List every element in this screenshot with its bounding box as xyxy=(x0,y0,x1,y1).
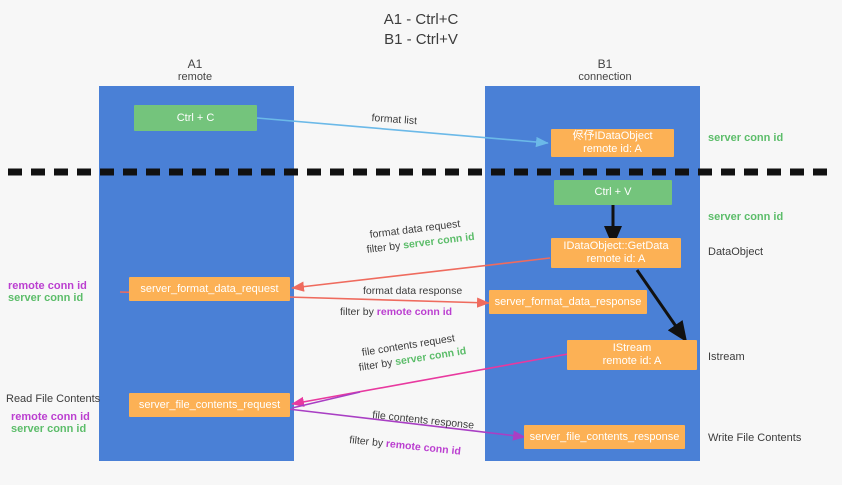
box-istream-line2: remote id: A xyxy=(602,355,662,367)
box-server-file-contents-response[interactable]: server_file_contents_response xyxy=(524,425,685,449)
arrow-getdata-to-istream xyxy=(635,269,688,343)
caption-format-list: format list xyxy=(371,112,418,128)
title-line-2: B1 - Ctrl+V xyxy=(384,31,458,48)
caption-format-data-response-filter: filter by remote conn id xyxy=(340,306,452,319)
label-server-conn-id-left-2: server conn id xyxy=(11,423,87,435)
box-idataobject-top-line2: remote id: A xyxy=(583,143,642,155)
arrow-format-data-request xyxy=(291,257,551,292)
label-dataobject: DataObject xyxy=(708,246,764,258)
caption-file-contents-response-filter: filter by remote conn id xyxy=(349,434,462,459)
label-remote-conn-id-2: remote conn id xyxy=(11,411,90,423)
column-header-b1-name: B1 xyxy=(597,57,613,71)
box-idataobject-top[interactable]: 侭伃IDataObject remote id: A xyxy=(551,129,674,157)
box-server-file-contents-request[interactable]: server_file_contents_request xyxy=(129,393,290,417)
box-ctrl-v-label: Ctrl + V xyxy=(594,186,632,198)
box-server-format-data-request[interactable]: server_format_data_request xyxy=(129,277,290,301)
box-server-format-data-response[interactable]: server_format_data_response xyxy=(489,290,647,314)
box-ctrl-c[interactable]: Ctrl + C xyxy=(134,105,257,131)
box-getdata-line2: remote id: A xyxy=(586,253,646,265)
box-ctrl-v[interactable]: Ctrl + V xyxy=(554,180,672,205)
column-header-a1-sub: remote xyxy=(177,71,213,83)
label-write-file-contents: Write File Contents xyxy=(708,432,802,444)
caption-file-contents-response-filter-prefix: filter by xyxy=(348,434,387,450)
arrow-file-contents-response-in xyxy=(291,391,361,409)
title-line-1: A1 - Ctrl+C xyxy=(383,11,459,28)
arrow-format-list xyxy=(256,117,549,148)
diagram-title: A1 - Ctrl+C B1 - Ctrl+V xyxy=(0,10,842,50)
box-istream[interactable]: IStream remote id: A xyxy=(567,340,697,370)
label-server-conn-id-1: server conn id xyxy=(708,132,784,144)
box-server-file-contents-request-label: server_file_contents_request xyxy=(138,398,281,411)
caption-format-data-response: format data response xyxy=(363,285,463,297)
box-server-file-contents-response-label: server_file_contents_response xyxy=(529,430,680,443)
arrow-file-contents-response xyxy=(287,408,526,441)
box-server-format-data-request-label: server_format_data_request xyxy=(140,282,279,295)
label-server-conn-id-2: server conn id xyxy=(708,211,784,223)
box-idataobject-top-line1: 侭伃IDataObject xyxy=(572,130,653,142)
column-header-b1: B1 connection xyxy=(540,58,670,84)
arrow-file-contents-request xyxy=(291,353,569,407)
label-istream: Istream xyxy=(708,351,745,363)
label-server-conn-id-left-1: server conn id xyxy=(8,292,84,304)
column-header-b1-sub: connection xyxy=(578,71,632,83)
box-ctrl-c-label: Ctrl + C xyxy=(176,111,215,124)
caption-file-contents-response-filter-value: remote conn id xyxy=(385,437,462,458)
box-istream-line1: IStream xyxy=(612,342,652,354)
caption-format-data-response-filter-value: remote conn id xyxy=(376,306,453,318)
column-header-a1: A1 remote xyxy=(130,58,260,84)
label-remote-conn-id-1: remote conn id xyxy=(8,280,87,292)
caption-format-data-response-filter-prefix: filter by xyxy=(340,306,377,318)
caption-format-data-request-filter-prefix: filter by xyxy=(366,239,404,256)
box-server-format-data-response-label: server_format_data_response xyxy=(494,295,642,308)
caption-file-contents-response: file contents response xyxy=(371,409,475,432)
label-read-file-contents: Read File Contents xyxy=(6,393,101,405)
column-header-a1-name: A1 xyxy=(187,57,203,71)
